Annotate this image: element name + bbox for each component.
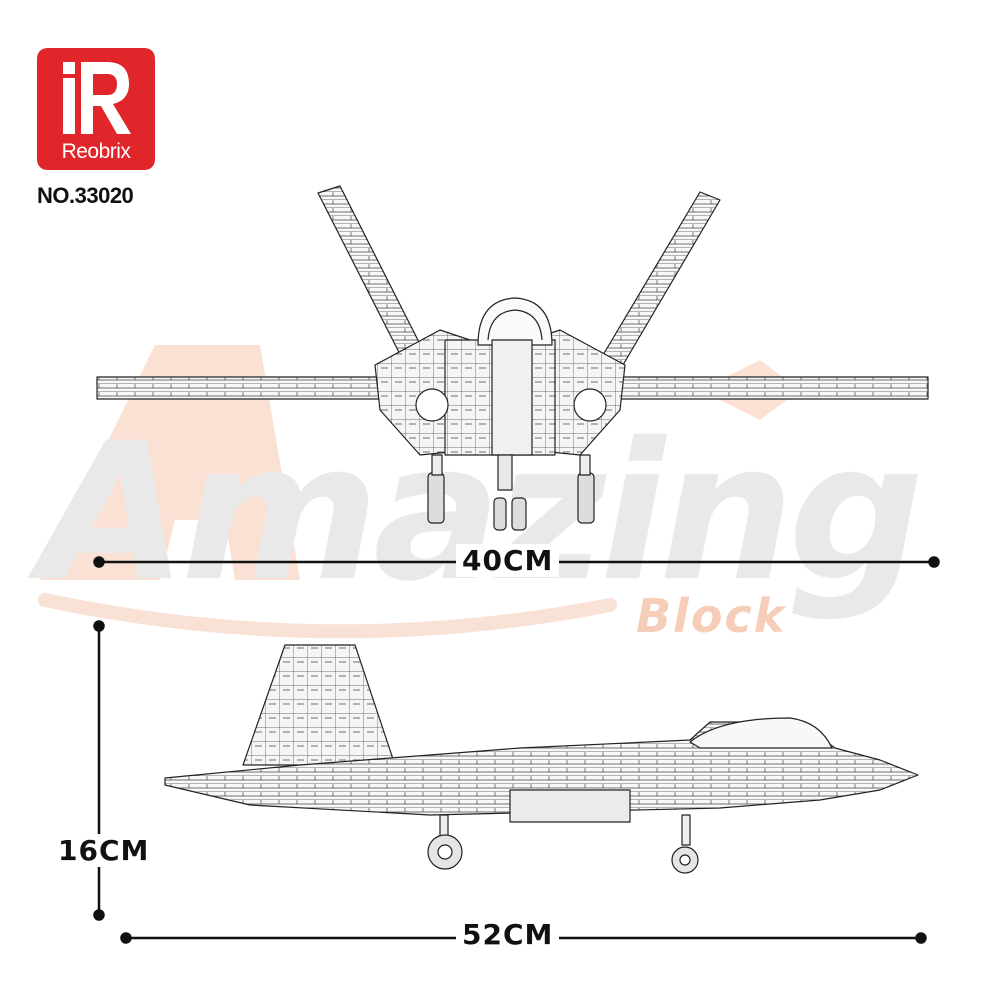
length-endpoint-right — [915, 932, 927, 944]
width-dimension-label: 40CM — [456, 544, 560, 577]
length-dimension-label: 52CM — [456, 918, 560, 951]
reobrix-logo — [37, 48, 155, 170]
brand-name: Reobrix — [61, 140, 131, 163]
width-endpoint-left — [93, 556, 105, 568]
product-number: NO.33020 — [37, 183, 134, 208]
width-endpoint-right — [928, 556, 940, 568]
height-endpoint-bottom — [93, 909, 105, 921]
height-dimension-label: 16CM — [58, 834, 150, 867]
length-endpoint-left — [120, 932, 132, 944]
height-endpoint-top — [93, 620, 105, 632]
watermark-text-block: Block — [636, 589, 787, 643]
